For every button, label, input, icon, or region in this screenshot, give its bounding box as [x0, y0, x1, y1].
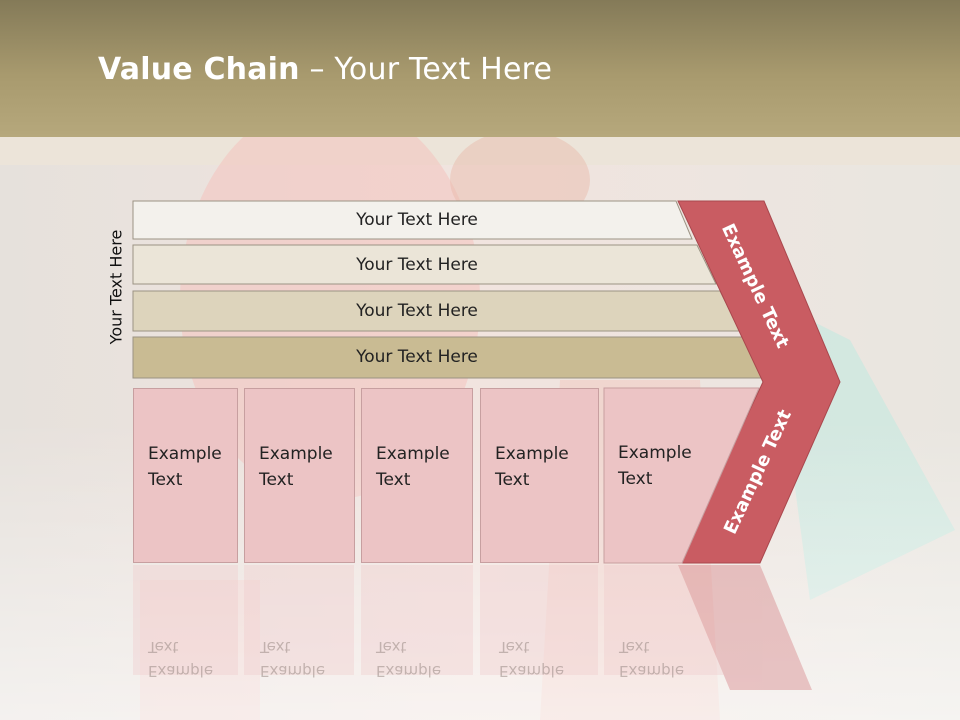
band-1: Your Text Here	[133, 201, 693, 239]
slide-title: Value Chain – Your Text Here	[98, 52, 552, 87]
cell-2-line1: Example	[259, 444, 333, 464]
reflection-cell-4	[480, 565, 598, 675]
slide-title-bold: Value Chain	[98, 52, 300, 87]
band-shape-2	[132, 244, 717, 285]
band-3-label: Your Text Here	[356, 301, 478, 321]
reflection-shapes	[133, 565, 812, 690]
band-4: Your Text Here	[133, 338, 753, 376]
chevron-arrow	[677, 200, 841, 564]
cell-shape-5	[603, 387, 760, 564]
reflection-cell-2	[244, 565, 354, 675]
reflection-chevron	[678, 565, 812, 690]
cell-3-line2: Text	[376, 470, 411, 490]
cell-5-line2: Text	[618, 469, 653, 489]
reflection-cell-5	[604, 565, 730, 675]
cell-4-line1: Example	[495, 444, 569, 464]
band-4-label: Your Text Here	[356, 347, 478, 367]
cell-5-line1: Example	[618, 443, 692, 463]
band-3: Your Text Here	[133, 292, 733, 330]
cell-1-line1: Example	[148, 444, 222, 464]
band-2: Your Text Here	[133, 246, 713, 284]
slide-title-rest: – Your Text Here	[299, 52, 553, 87]
cell-3-line1: Example	[376, 444, 450, 464]
cell-1-line2: Text	[148, 470, 183, 490]
title-bar	[0, 0, 960, 137]
reflection-cell-3	[361, 565, 473, 675]
band-2-label: Your Text Here	[356, 255, 478, 275]
cell-2-line2: Text	[259, 470, 294, 490]
reflection-cell-1	[133, 565, 238, 675]
cell-4-line2: Text	[495, 470, 530, 490]
band-shape-1	[132, 200, 693, 240]
band-1-label: Your Text Here	[356, 210, 478, 230]
